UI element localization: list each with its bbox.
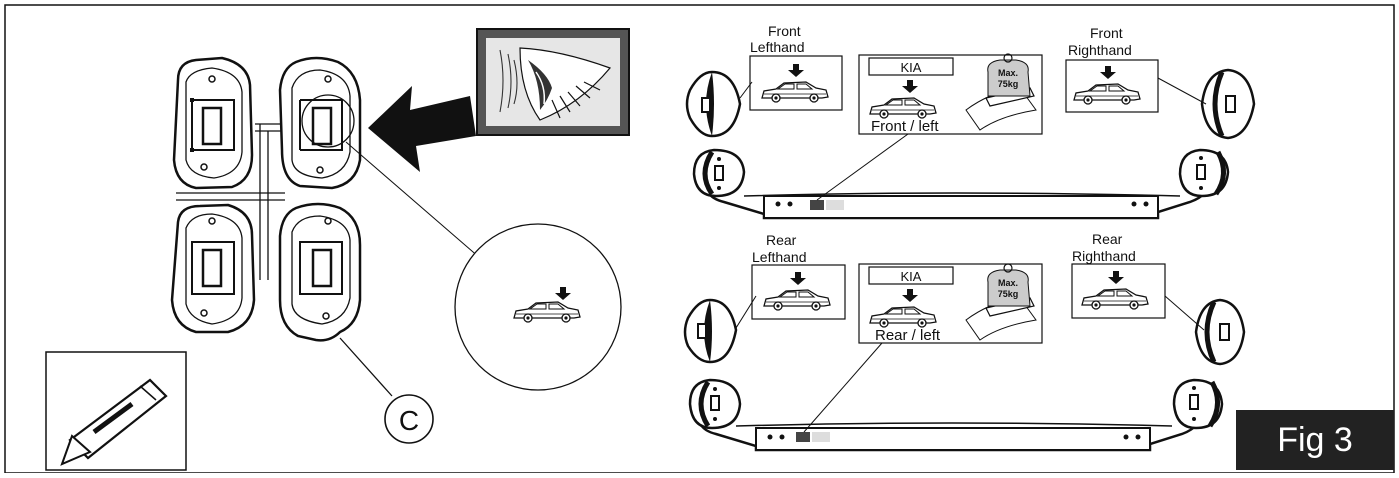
front-position-label: Front / left [871,118,939,135]
weight-icon: Max. 75kg [987,53,1031,97]
rear-assembly: Rear Lefthand KIA Rear / left Max. 75kg … [683,231,1246,452]
sticker-sheet [170,56,362,342]
rear-right-endcap [1194,298,1246,366]
front-right-label-2: Righthand [1068,42,1132,58]
rear-brand: KIA [901,269,922,284]
sticker-top-right [278,56,362,190]
magnified-sticker-detail [454,223,622,391]
front-max-load-1: Max. [998,68,1018,78]
front-right-label-1: Front [1090,25,1123,41]
rear-left-foot [688,378,742,430]
sticker-bottom-left [170,203,256,334]
part-letter: C [399,405,419,436]
rear-left-label-2: Lefthand [752,249,807,265]
front-assembly: Front Lefthand KIA Front / left Max. 75k… [685,23,1256,220]
rear-right-label-2: Righthand [1072,248,1136,264]
front-brand: KIA [901,60,922,75]
figure-label: Fig 3 [1236,410,1394,470]
rear-left-endcap [683,298,738,364]
front-right-foot [1178,148,1230,198]
rear-max-load-1: Max. [998,278,1018,288]
part-letter-circle [384,394,434,444]
rear-right-label-1: Rear [1092,231,1123,247]
rear-position-label: Rear / left [875,327,941,344]
sticker-bottom-right [278,202,362,342]
rear-left-label-1: Rear [766,232,797,248]
rear-max-load-2: 75kg [998,289,1019,299]
front-left-label-2: Lefthand [750,39,805,55]
rear-kia-sticker: KIA Rear / left Max. 75kg [858,263,1043,344]
rear-right-foot [1172,378,1224,430]
weight-icon: Max. 75kg [987,263,1031,307]
front-kia-sticker: KIA Front / left Max. 75kg [858,53,1043,135]
front-left-endcap [685,70,742,138]
front-right-endcap [1200,68,1256,140]
front-left-foot [692,148,746,198]
utility-knife-icon [45,351,187,471]
front-left-label-1: Front [768,23,801,39]
pointer-arrow [368,86,476,172]
sticker-top-left [172,56,254,190]
front-max-load-2: 75kg [998,79,1019,89]
eye-icon [476,28,630,136]
